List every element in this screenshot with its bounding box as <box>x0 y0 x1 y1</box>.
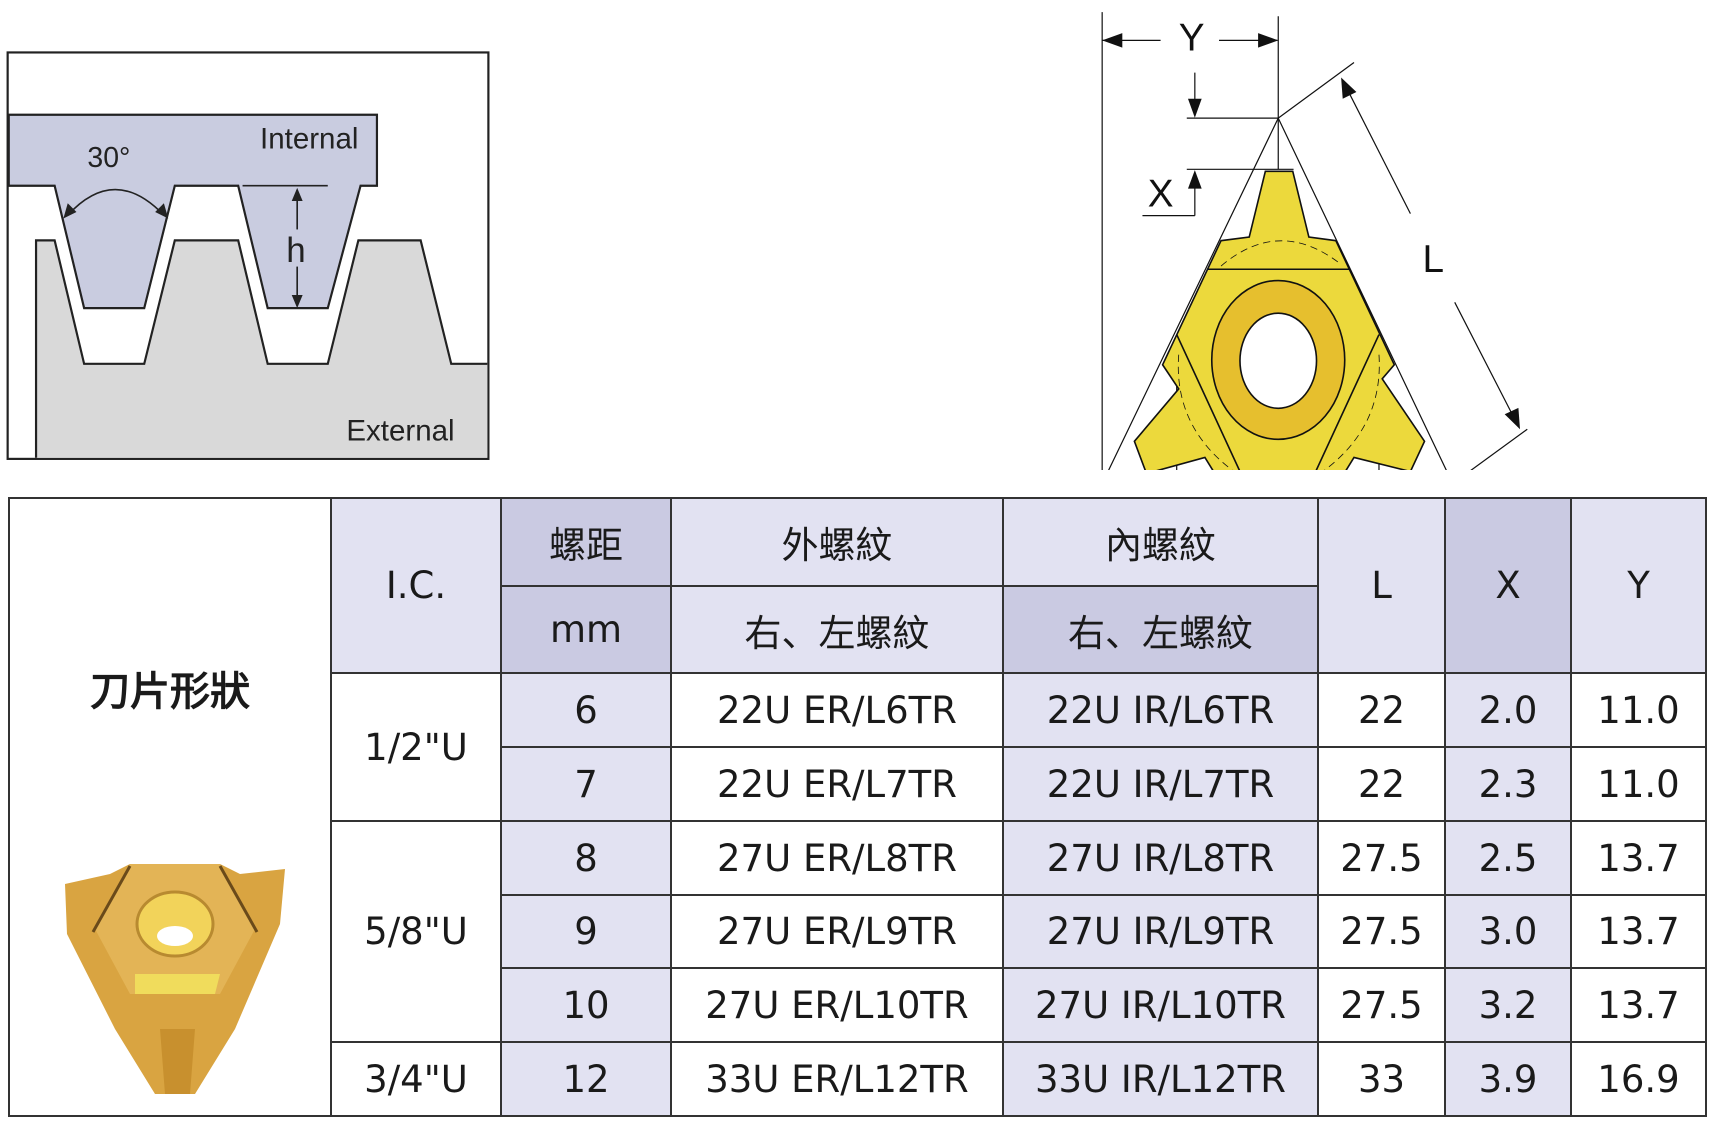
ic-group: 3/4"U <box>330 1041 502 1117</box>
angle-arc <box>67 188 165 216</box>
external-cell: 27U ER/L9TR <box>670 894 1004 969</box>
internal-cell: 22U IR/L6TR <box>1002 672 1319 748</box>
table-row: 1/2"U 6 22U ER/L6TR 22U IR/L6TR 22 2.0 1… <box>9 672 1707 822</box>
shape-title: 刀片形狀 <box>90 669 250 715</box>
external-cell: 27U ER/L8TR <box>670 820 1004 896</box>
internal-cell: 22U IR/L7TR <box>1002 746 1319 822</box>
angle-label: 30° <box>87 142 130 174</box>
internal-cell: 27U IR/L8TR <box>1002 820 1319 896</box>
ic-group: 5/8"U <box>330 820 502 1043</box>
y-cell: 13.7 <box>1570 820 1707 896</box>
external-cell: 22U ER/L6TR <box>670 672 1004 748</box>
external-cell: 33U ER/L12TR <box>670 1041 1004 1117</box>
insert-photo <box>65 864 285 1094</box>
header-external-sub: 右、左螺紋 <box>670 585 1004 674</box>
external-thread-shape <box>36 240 488 458</box>
internal-label: Internal <box>260 123 358 156</box>
table-row: 9 27U ER/L9TR 27U IR/L9TR 27.5 3.0 13.7 <box>9 894 1707 969</box>
header-external: 外螺紋 <box>670 497 1004 587</box>
header-pitch-unit: mm <box>500 585 672 674</box>
pitch-cell: 12 <box>500 1041 672 1117</box>
enclosing-triangle <box>1108 116 1447 470</box>
internal-cell: 27U IR/L9TR <box>1002 894 1319 969</box>
header-internal: 內螺紋 <box>1002 497 1319 587</box>
height-label: h <box>286 231 305 270</box>
pitch-cell: 10 <box>500 967 672 1043</box>
table-row: 7 22U ER/L7TR 22U IR/L7TR 22 2.3 11.0 <box>9 746 1707 822</box>
external-cell: 22U ER/L7TR <box>670 746 1004 822</box>
x-cell: 3.0 <box>1444 894 1572 969</box>
l-cell: 33 <box>1317 1041 1446 1117</box>
header-l: L <box>1317 497 1446 674</box>
table-row: 3/4"U 12 33U ER/L12TR 33U IR/L12TR 33 3.… <box>9 1041 1707 1117</box>
insert-hole <box>1239 312 1318 410</box>
external-cell: 27U ER/L10TR <box>670 967 1004 1043</box>
x-label: X <box>1148 172 1174 215</box>
header-internal-sub: 右、左螺紋 <box>1002 585 1319 674</box>
pitch-cell: 7 <box>500 746 672 822</box>
y-cell: 11.0 <box>1570 672 1707 748</box>
pitch-cell: 8 <box>500 820 672 896</box>
insert-shape-cell: 刀片形狀 <box>8 497 332 1117</box>
header-x: X <box>1444 497 1572 674</box>
l-cell: 22 <box>1317 672 1446 748</box>
external-label: External <box>346 414 454 447</box>
l-label: L <box>1422 238 1444 281</box>
header-ic: I.C. <box>330 497 502 674</box>
insert-spec-table: 刀片形狀 I.C. 螺距 外螺紋 內螺紋 L X Y mm 右、左螺紋 右、左螺… <box>8 497 1707 1117</box>
table-row: 10 27U ER/L10TR 27U IR/L10TR 27.5 3.2 13… <box>9 967 1707 1043</box>
y-cell: 13.7 <box>1570 967 1707 1043</box>
l-cell: 27.5 <box>1317 967 1446 1043</box>
ic-group: 1/2"U <box>330 672 502 822</box>
l-cell: 22 <box>1317 746 1446 822</box>
y-label: Y <box>1179 16 1205 59</box>
x-cell: 2.3 <box>1444 746 1572 822</box>
l-cell: 27.5 <box>1317 894 1446 969</box>
header-y: Y <box>1570 497 1707 674</box>
y-cell: 13.7 <box>1570 894 1707 969</box>
internal-cell: 27U IR/L10TR <box>1002 967 1319 1043</box>
internal-cell: 33U IR/L12TR <box>1002 1041 1319 1117</box>
x-cell: 2.0 <box>1444 672 1572 748</box>
y-cell: 11.0 <box>1570 746 1707 822</box>
l-cell: 27.5 <box>1317 820 1446 896</box>
x-cell: 2.5 <box>1444 820 1572 896</box>
pitch-cell: 6 <box>500 672 672 748</box>
x-cell: 3.9 <box>1444 1041 1572 1117</box>
table-row: 5/8"U 8 27U ER/L8TR 27U IR/L8TR 27.5 2.5… <box>9 820 1707 1043</box>
insert-dimension-diagram: Y X L IC <box>1101 12 1528 470</box>
y-cell: 16.9 <box>1570 1041 1707 1117</box>
pitch-cell: 9 <box>500 894 672 969</box>
header-pitch: 螺距 <box>500 497 672 587</box>
x-cell: 3.2 <box>1444 967 1572 1043</box>
